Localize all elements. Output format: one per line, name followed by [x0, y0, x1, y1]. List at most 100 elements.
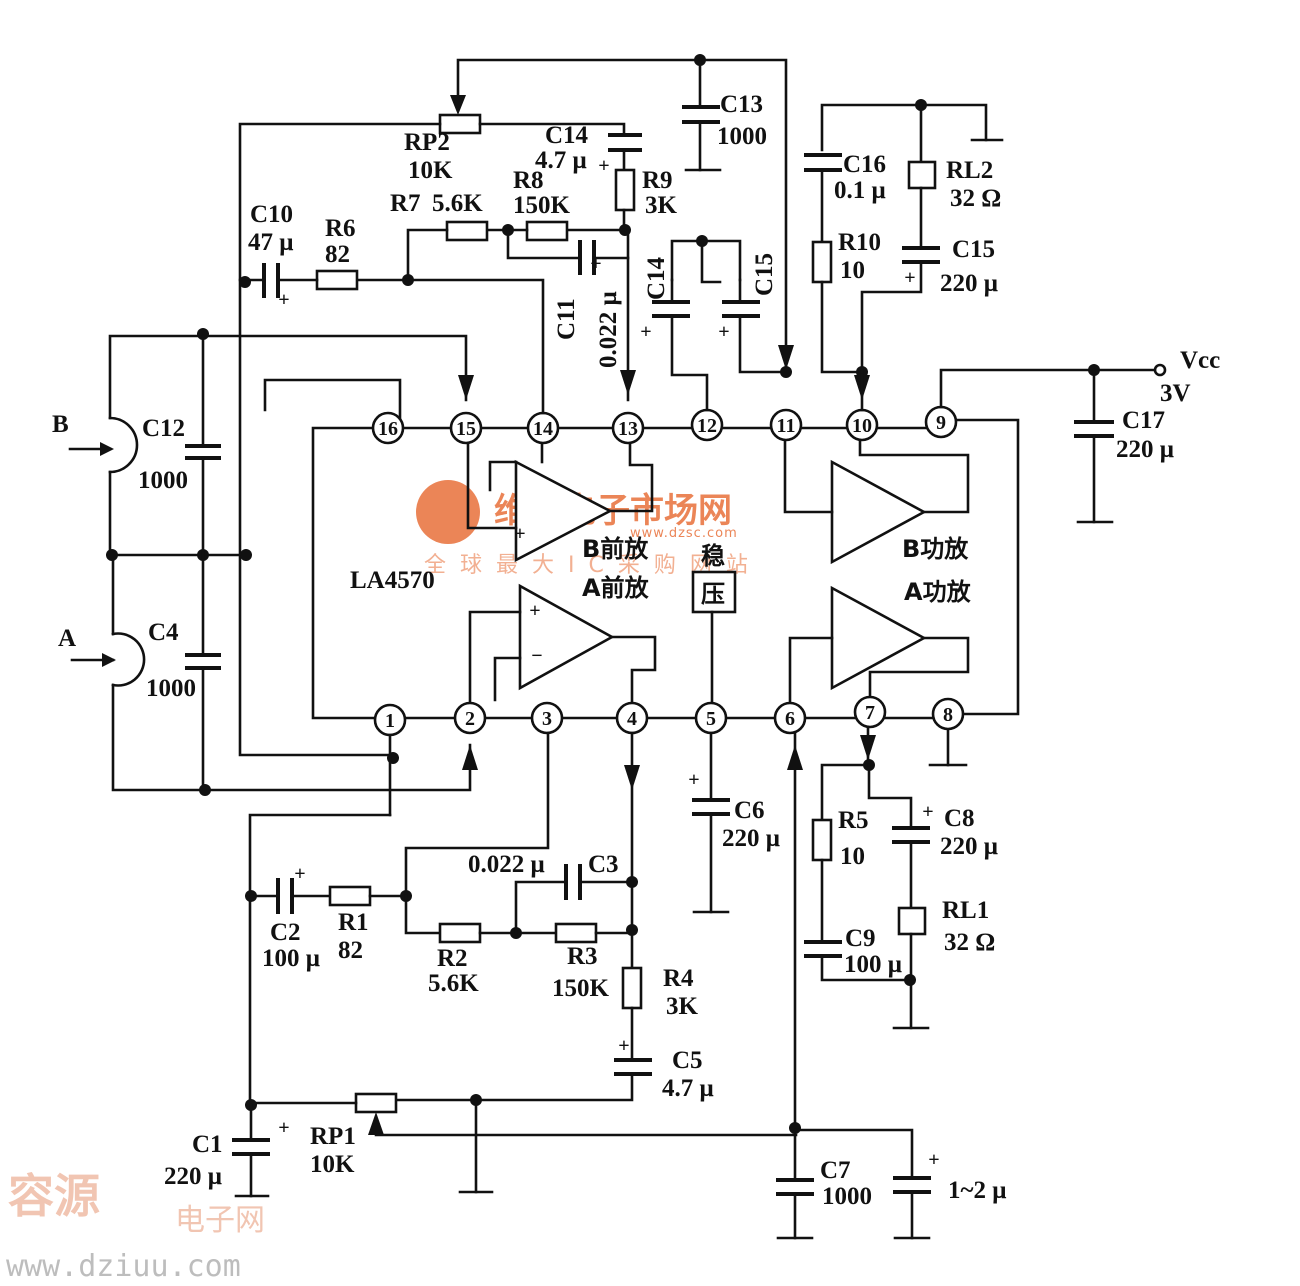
svg-text:+: +	[718, 321, 729, 343]
c11-value: 0.022 μ	[595, 291, 622, 368]
jack-a-icon	[111, 632, 146, 687]
r1-resistor	[328, 885, 372, 907]
r7-value: 5.6K	[432, 190, 483, 217]
pin-3: 3	[530, 701, 564, 735]
regulator-label-1: 稳	[701, 542, 725, 570]
rl1-value: 32 Ω	[944, 929, 995, 956]
c6-name: C6	[734, 797, 765, 824]
r8-resistor	[525, 220, 569, 242]
b-power-label: B功放	[902, 535, 969, 563]
ic-bus: + + −	[263, 378, 1020, 767]
svg-text:9: 9	[936, 412, 946, 434]
c7-name: C7	[820, 1157, 851, 1184]
rp2-name: RP2	[404, 129, 450, 156]
rl2-speaker	[907, 160, 937, 190]
svg-text:+: +	[928, 1149, 939, 1171]
c16-name: C16	[843, 151, 886, 178]
svg-text:+: +	[640, 321, 651, 343]
c15-value: 220 μ	[940, 270, 998, 297]
svg-text:+: +	[278, 289, 289, 311]
pin-16: 16	[371, 411, 405, 445]
c5-value: 4.7 μ	[662, 1075, 714, 1102]
c3-name: C3	[588, 851, 619, 878]
pin-14: 14	[526, 411, 560, 445]
a-power-label: A功放	[904, 578, 972, 606]
vcc-name: Vcc	[1180, 347, 1220, 374]
polarity-marks: + + + + + + + + + + + +	[278, 155, 939, 1171]
b-preamp-symbol	[514, 459, 613, 563]
c14a-value: 4.7 μ	[535, 147, 587, 174]
watermark-url-2: www.dziuu.com	[6, 1249, 241, 1284]
c17-value: 220 μ	[1116, 436, 1174, 463]
c15-name: C15	[952, 236, 995, 263]
svg-text:13: 13	[618, 418, 638, 440]
r6-name: R6	[325, 215, 356, 242]
c4-name: C4	[148, 619, 179, 646]
r6-value: 82	[325, 241, 350, 268]
r10-value: 10	[840, 257, 865, 284]
svg-text:+: +	[590, 253, 601, 275]
r9-value: 3K	[645, 192, 678, 219]
rl1-name: RL1	[942, 897, 989, 924]
pin-6: 6	[773, 701, 807, 735]
watermark-brand-2: 容源	[8, 1169, 100, 1223]
svg-text:16: 16	[378, 418, 398, 440]
r2-value: 5.6K	[428, 970, 479, 997]
r2-resistor	[438, 922, 482, 944]
c3-value: 0.022 μ	[468, 851, 545, 878]
watermark-sub-2: 电子网	[175, 1203, 265, 1238]
svg-text:+: +	[294, 863, 305, 885]
c14b-name: C14	[643, 256, 670, 300]
vcc-value: 3V	[1160, 380, 1191, 407]
r1-value: 82	[338, 937, 363, 964]
rp1-name: RP1	[310, 1123, 356, 1150]
svg-text:+: +	[922, 801, 933, 823]
input-b-label: B	[52, 411, 69, 438]
c13-name: C13	[720, 91, 763, 118]
pin-10: 10	[845, 408, 879, 442]
top-network	[238, 54, 1167, 757]
svg-text:15: 15	[456, 418, 476, 440]
r5-name: R5	[838, 807, 869, 834]
c12-name: C12	[142, 415, 185, 442]
r4-resistor	[621, 966, 643, 1010]
r9-resistor	[614, 168, 636, 212]
rp1-resistor	[354, 1092, 398, 1114]
watermark-url: www.dzsc.com	[630, 526, 738, 541]
svg-text:6: 6	[785, 708, 795, 730]
rl2-value: 32 Ω	[950, 185, 1001, 212]
pin-9: 9	[924, 405, 958, 439]
r3-resistor	[554, 922, 598, 944]
pin-1: 1	[373, 703, 407, 737]
c7-value: 1000	[822, 1183, 872, 1210]
c9-value: 100 μ	[844, 951, 902, 978]
c11-name: C11	[553, 298, 580, 340]
r8-name: R8	[513, 167, 544, 194]
svg-text:+: +	[688, 769, 699, 791]
r4-name: R4	[663, 965, 694, 992]
c17-name: C17	[1122, 407, 1165, 434]
pin-7: 7	[853, 695, 887, 729]
svg-text:+: +	[514, 523, 525, 545]
c13-value: 1000	[717, 123, 767, 150]
svg-text:8: 8	[943, 704, 953, 726]
svg-text:2: 2	[465, 708, 475, 730]
svg-text:14: 14	[533, 418, 553, 440]
cx-value: 1~2 μ	[948, 1177, 1006, 1204]
svg-text:5: 5	[706, 708, 716, 730]
r9-name: R9	[642, 167, 673, 194]
r5-value: 10	[840, 843, 865, 870]
r7-name: R7	[390, 190, 421, 217]
a-preamp-symbol	[518, 583, 615, 691]
svg-text:1: 1	[385, 710, 395, 732]
pin-12: 12	[690, 408, 724, 442]
pin-4: 4	[615, 701, 649, 735]
c2-name: C2	[270, 919, 301, 946]
r1-name: R1	[338, 909, 369, 936]
svg-text:+: +	[278, 1117, 289, 1139]
c1-name: C1	[192, 1131, 223, 1158]
ic-pins: 16 15 14 13 12 11 10 9 1 2 3 4 5 6 7 8	[371, 405, 965, 737]
c16-value: 0.1 μ	[834, 177, 886, 204]
a-preamp-label: A前放	[582, 574, 650, 602]
